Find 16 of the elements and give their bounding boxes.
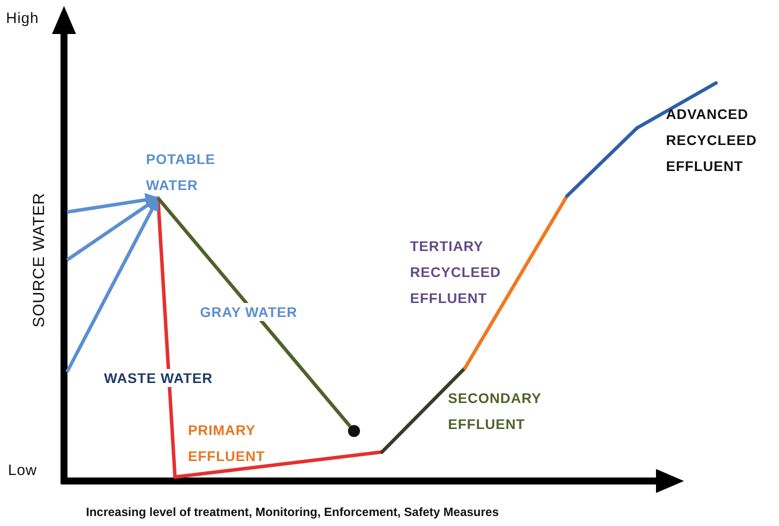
arrow [66, 196, 160, 262]
curve-label: PRIMARY EFFLUENT [188, 421, 266, 466]
axis-label: Low [8, 461, 38, 481]
curve-label: GRAY WATER [200, 303, 298, 321]
curve-label: SECONDARY EFFLUENT [448, 389, 542, 434]
curve-label: TERTIARY RECYCLEED EFFLUENT [410, 237, 501, 308]
connector-line [156, 196, 352, 428]
axis-title: Increasing level of treatment, Monitoring, Enforcement, Safety Measures [86, 504, 499, 520]
curve-label: WASTE WATER [104, 369, 213, 387]
node-label: POTABLE WATER [146, 146, 238, 198]
axis-title: SOURCE WATER [30, 192, 49, 330]
end-dot [348, 425, 360, 437]
arrow [65, 196, 160, 373]
curve-label: ADVANCED RECYCLEED EFFLUENT [666, 105, 757, 176]
arrow [66, 193, 160, 214]
axis-label: High [6, 9, 39, 29]
